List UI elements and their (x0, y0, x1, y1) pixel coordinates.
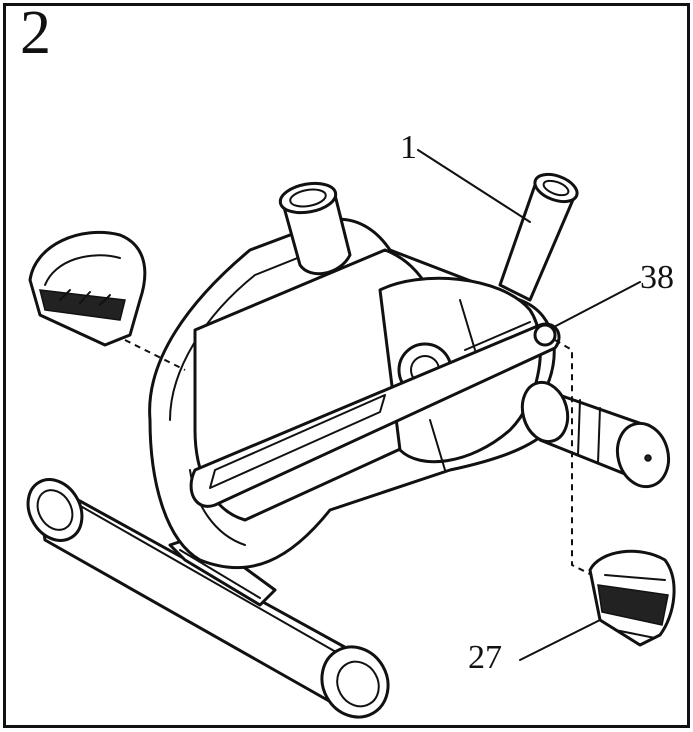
step-number: 2 (20, 0, 51, 67)
callout-leader-38 (551, 281, 641, 329)
seat-post-sleeve (278, 181, 352, 276)
callout-label-38: 38 (640, 259, 674, 296)
right-pedal (588, 549, 676, 647)
left-pedal-guide-line (124, 339, 186, 371)
callout-leader-1 (417, 149, 531, 223)
handlebar-post (498, 172, 579, 302)
pedal-shaft-housing (520, 380, 671, 489)
callout-leader-27 (519, 619, 601, 661)
crank-arm (189, 321, 561, 508)
callout-label-1: 1 (400, 129, 417, 166)
rear-stabilizer (26, 478, 390, 719)
right-pedal-guide-line (554, 339, 593, 576)
left-pedal (28, 230, 147, 347)
callout-label-27: 27 (468, 639, 502, 676)
